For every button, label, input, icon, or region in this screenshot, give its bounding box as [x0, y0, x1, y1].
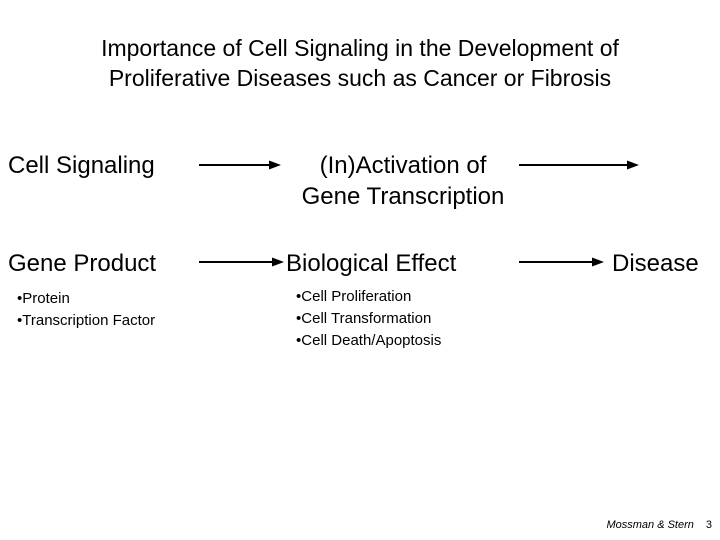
slide-footer: Mossman & Stern 3	[606, 518, 712, 532]
arrow-right-icon	[519, 158, 639, 172]
list-item-label: Cell Transformation	[301, 310, 432, 327]
footer-page-number: 3	[705, 519, 712, 531]
list-item: •Cell Proliferation	[296, 286, 441, 308]
list-item: •Protein	[17, 288, 155, 310]
bullet-glyph: •	[296, 332, 302, 349]
footer-credit: Mossman & Stern	[606, 519, 694, 531]
page-title: Importance of Cell Signaling in the Deve…	[101, 35, 619, 91]
bullet-glyph: •	[17, 290, 23, 307]
bullet-glyph: •	[296, 288, 302, 305]
list-item-label: Protein	[22, 290, 70, 307]
arrow-right-icon	[199, 255, 284, 269]
flow-node-biological-effect: Biological Effect	[286, 250, 457, 277]
bullet-glyph: •	[296, 310, 302, 327]
arrow-right-icon	[199, 158, 281, 172]
list-item-label: Cell Death/Apoptosis	[301, 332, 442, 349]
list-item: •Transcription Factor	[17, 310, 155, 332]
list-item-label: Transcription Factor	[22, 312, 156, 329]
flow-node-gene-product: Gene Product	[8, 250, 157, 277]
gene-product-detail-list: •Protein •Transcription Factor	[17, 288, 155, 332]
arrow-right-icon	[519, 255, 604, 269]
list-item: •Cell Transformation	[296, 308, 441, 330]
flow-node-disease: Disease	[612, 250, 699, 277]
flow-node-cell-signaling: Cell Signaling	[8, 152, 155, 179]
flow-node-gene-transcription: (In)Activation of Gene Transcription	[301, 152, 505, 210]
list-item: •Cell Death/Apoptosis	[296, 330, 441, 352]
biological-effect-detail-list: •Cell Proliferation •Cell Transformation…	[296, 286, 441, 352]
bullet-glyph: •	[17, 312, 23, 329]
list-item-label: Cell Proliferation	[301, 288, 412, 305]
